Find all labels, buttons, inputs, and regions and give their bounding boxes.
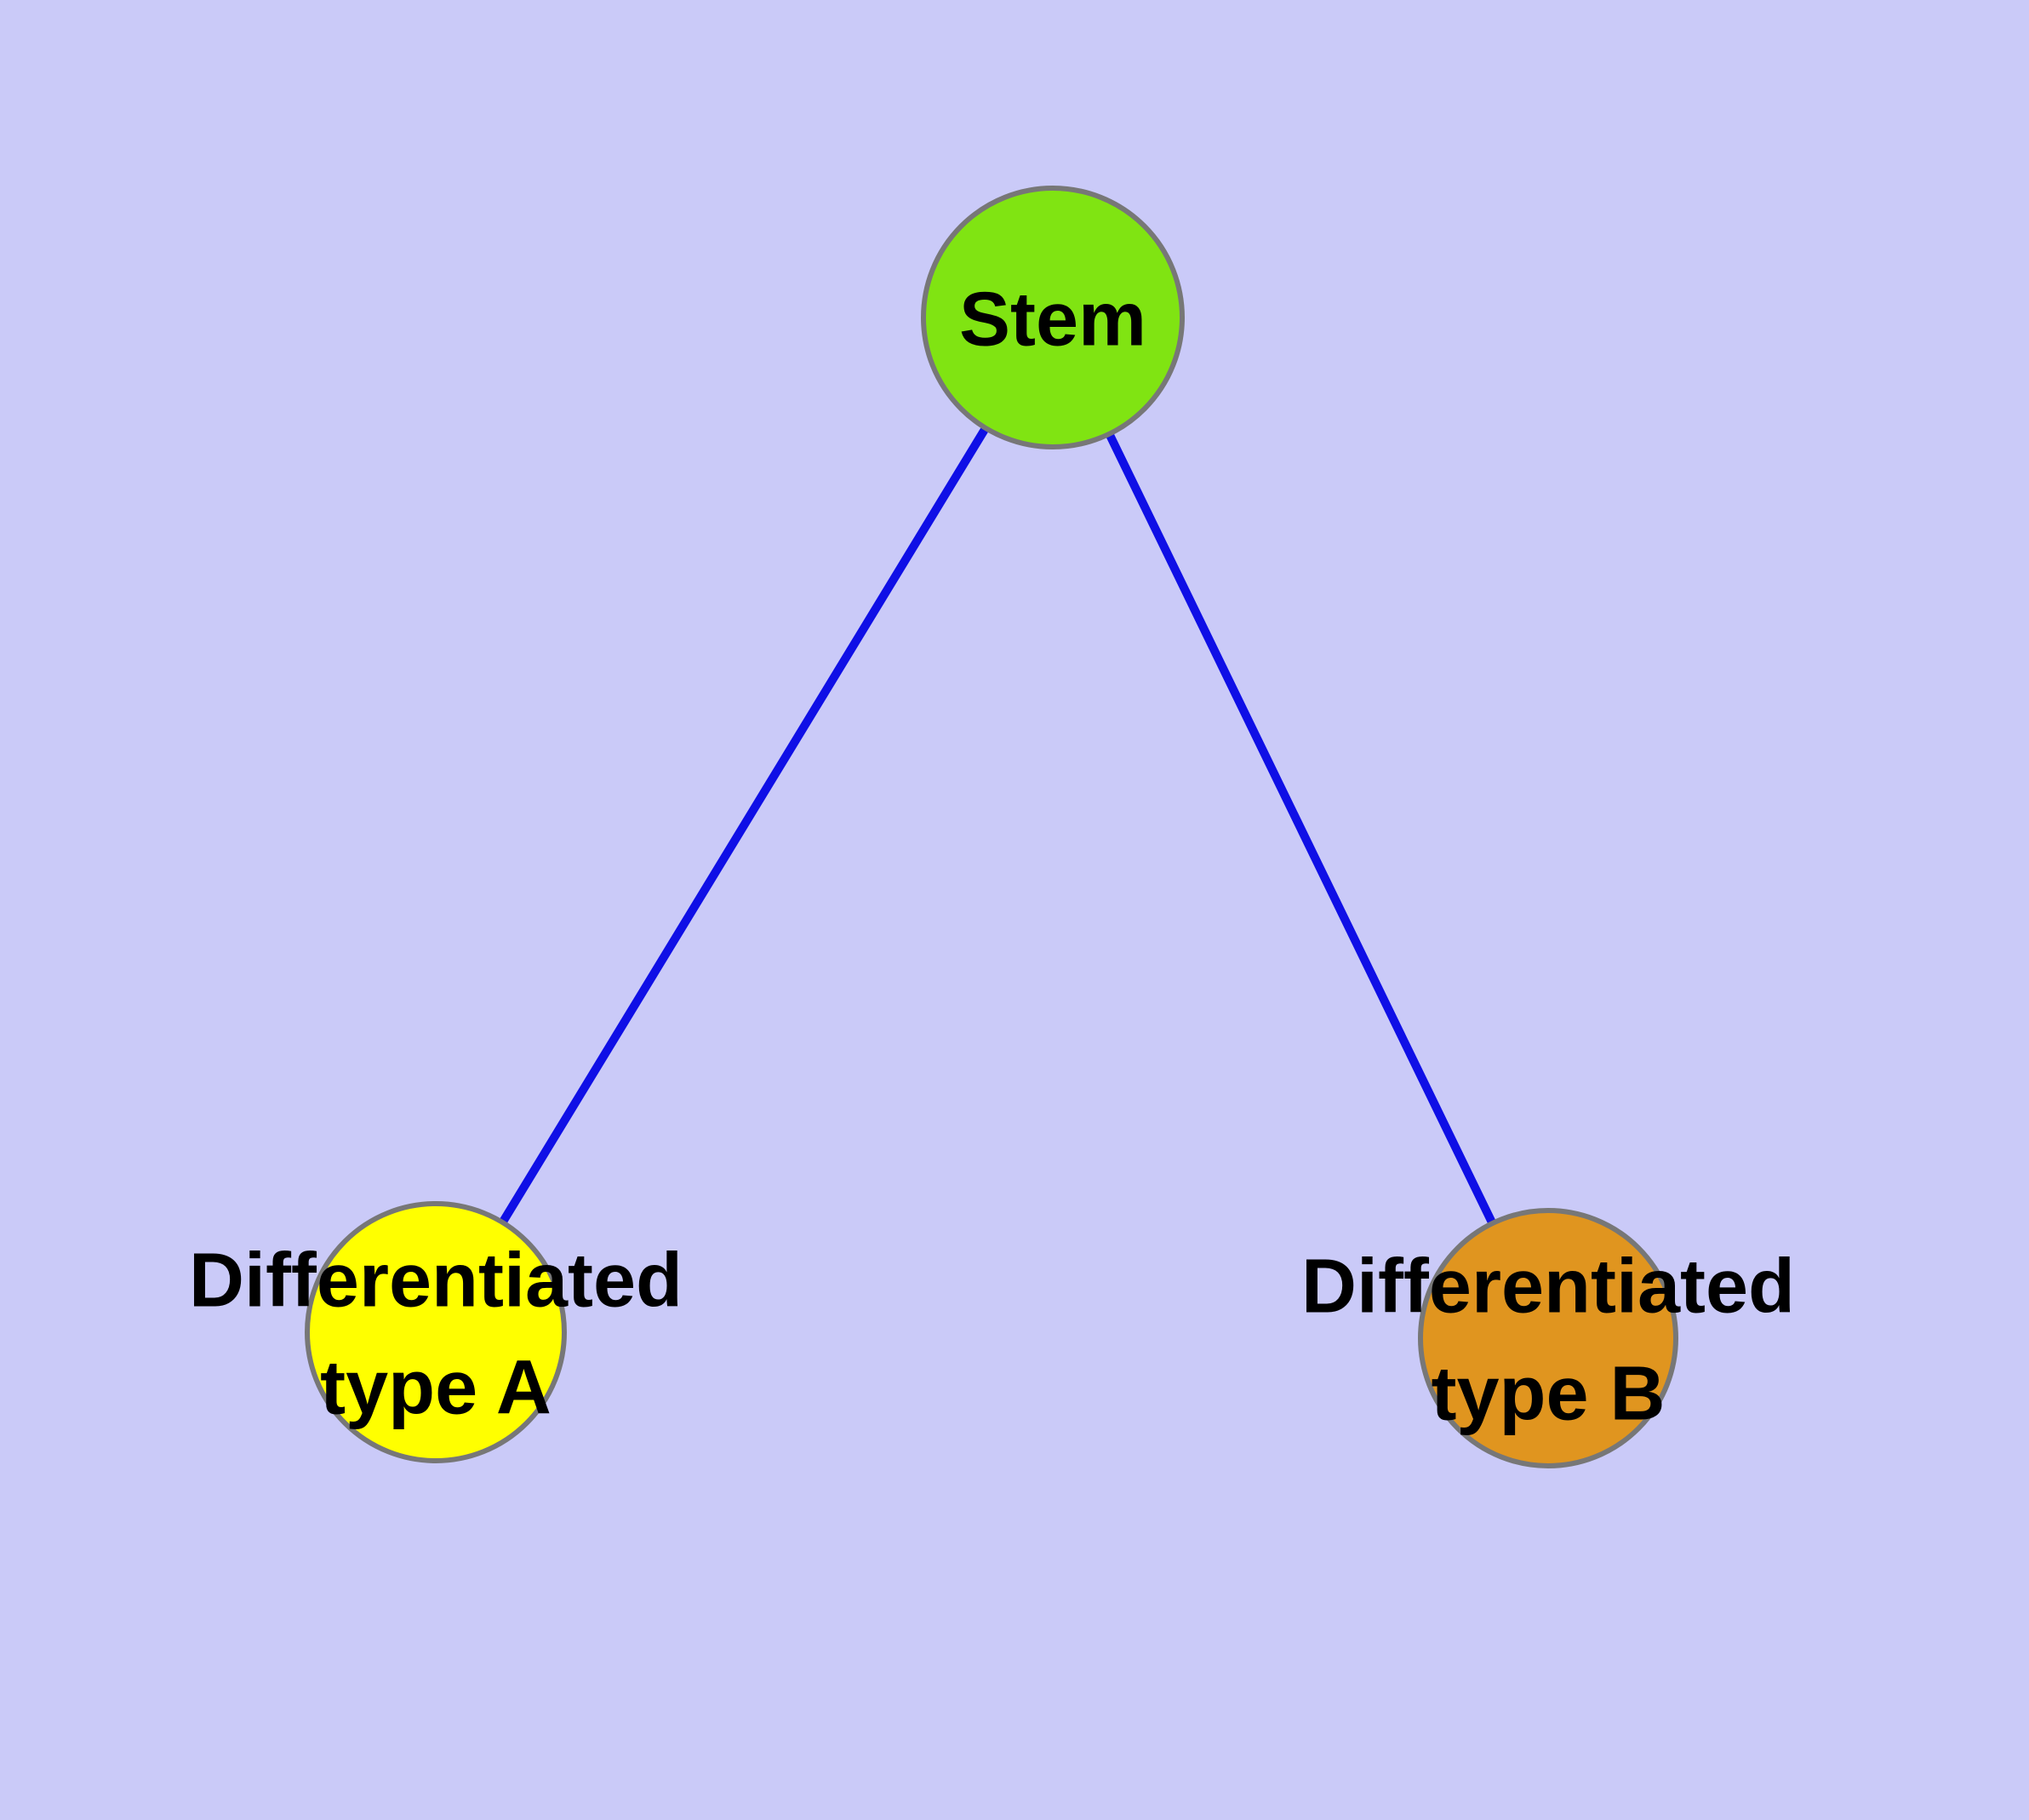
node-diff-type-b — [1418, 1208, 1678, 1468]
node-label-line: Differentiated — [1301, 1244, 1795, 1329]
node-label-line: Stem — [959, 277, 1146, 362]
node-diff-type-a — [305, 1201, 567, 1463]
node-stem — [921, 186, 1185, 449]
node-label-line: type A — [320, 1345, 552, 1430]
node-label-diff-type-b: Differentiated type B — [1301, 1244, 1795, 1436]
node-label-stem: Stem — [959, 277, 1146, 362]
node-label-diff-type-a: Differentiated type A — [189, 1238, 683, 1430]
node-label-line: Differentiated — [189, 1238, 683, 1323]
edge-stem-to-diff-type-b — [1049, 315, 1552, 1341]
node-label-line: type B — [1431, 1351, 1665, 1436]
edge-stem-to-diff-type-a — [432, 315, 1057, 1335]
